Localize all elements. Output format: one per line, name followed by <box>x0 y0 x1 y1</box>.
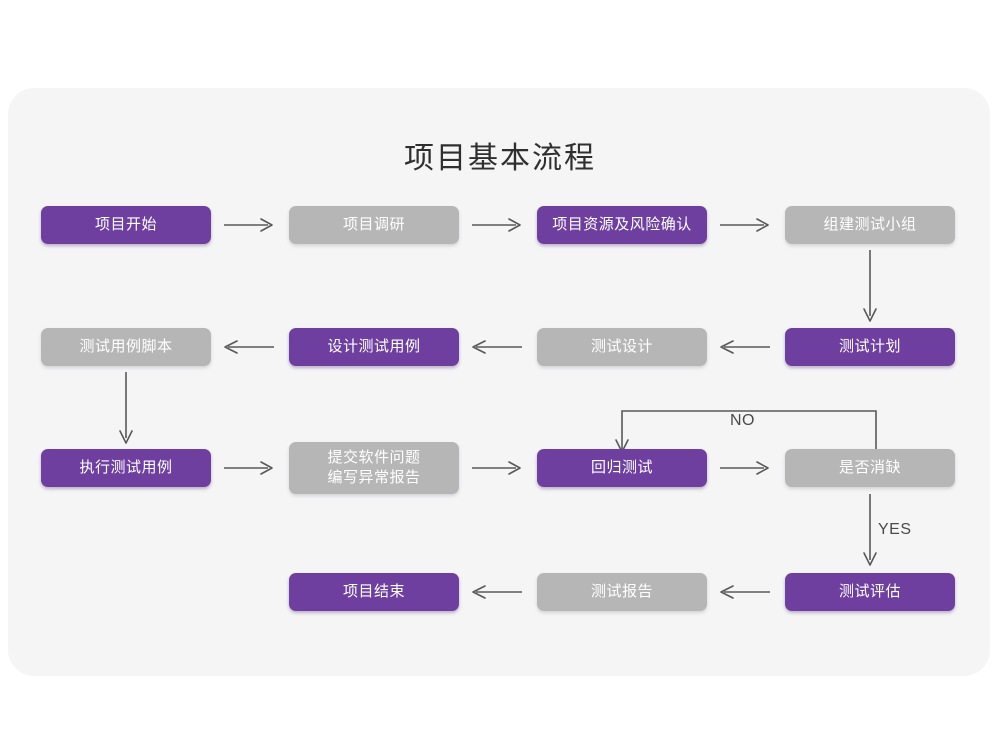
node-test-report[interactable]: 测试报告 <box>537 573 707 611</box>
arrow-right-r1c2 <box>470 215 526 235</box>
edge-label-no: NO <box>730 412 755 429</box>
arrow-left-r4c3 <box>470 582 526 602</box>
arrow-left-r2c2 <box>222 337 278 357</box>
arrow-left-r4c4 <box>718 582 774 602</box>
node-submit-issue-report[interactable]: 提交软件问题 编写异常报告 <box>289 442 459 494</box>
arrow-right-r1c1 <box>222 215 278 235</box>
arrow-left-r2c4 <box>718 337 774 357</box>
arrow-right-r1c3 <box>718 215 774 235</box>
arrow-right-r3c3 <box>718 458 774 478</box>
node-execute-testcase[interactable]: 执行测试用例 <box>41 449 211 487</box>
node-project-start[interactable]: 项目开始 <box>41 206 211 244</box>
edge-label-yes: YES <box>878 521 912 538</box>
arrow-right-r3c1 <box>222 458 278 478</box>
page-title: 项目基本流程 <box>404 142 596 175</box>
node-design-testcase[interactable]: 设计测试用例 <box>289 328 459 366</box>
node-test-plan[interactable]: 测试计划 <box>785 328 955 366</box>
node-test-design[interactable]: 测试设计 <box>537 328 707 366</box>
node-form-test-team[interactable]: 组建测试小组 <box>785 206 955 244</box>
node-regression-test[interactable]: 回归测试 <box>537 449 707 487</box>
node-test-evaluation[interactable]: 测试评估 <box>785 573 955 611</box>
node-project-research[interactable]: 项目调研 <box>289 206 459 244</box>
node-project-end[interactable]: 项目结束 <box>289 573 459 611</box>
arrow-down-col1-r2-r3 <box>116 372 136 450</box>
arrow-down-col4-r1-r2 <box>860 250 880 328</box>
node-resource-risk-confirm[interactable]: 项目资源及风险确认 <box>537 206 707 244</box>
node-defect-resolved[interactable]: 是否消缺 <box>785 449 955 487</box>
arrow-right-r3c2 <box>470 458 526 478</box>
arrow-left-r2c3 <box>470 337 526 357</box>
arrow-down-col4-r3-r4 <box>860 494 880 572</box>
node-testcase-script[interactable]: 测试用例脚本 <box>41 328 211 366</box>
